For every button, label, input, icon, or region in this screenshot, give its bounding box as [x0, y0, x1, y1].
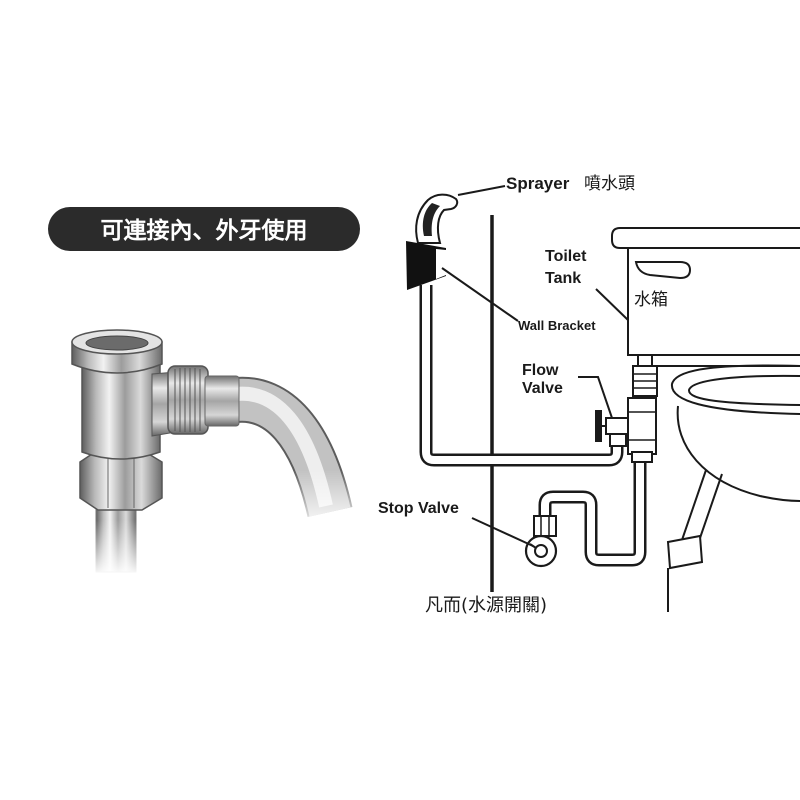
wall-bracket-leader [441, 267, 519, 322]
sprayer-hose-inner [422, 285, 621, 464]
sprayer-label: Sprayer [506, 174, 570, 193]
stop-valve-label: Stop Valve [378, 500, 459, 517]
badge-text: 可連接內、外牙使用 [101, 217, 308, 244]
seat-inner [688, 374, 800, 406]
stop-valve-nut-lines [540, 516, 550, 536]
tank-body [627, 248, 800, 356]
flow-valve-label-line1: Flow [522, 362, 559, 379]
wall-bracket-face [436, 249, 446, 279]
toilet-tank-label-line2: Tank [545, 270, 581, 287]
toilet-tank-leader [595, 288, 629, 321]
flow-valve-side-arm [605, 417, 629, 435]
valve-sketch [71, 329, 370, 576]
bowl-foot [666, 534, 704, 570]
sketch-ribbed-nut [167, 365, 209, 435]
thread-badge: 可連接內、外牙使用 [48, 207, 360, 251]
sprayer-label-zh: 噴水頭 [584, 174, 635, 194]
sketch-top-opening [85, 335, 149, 351]
sketch-tee-body [81, 361, 161, 460]
flow-valve-bottom-nut [631, 451, 653, 463]
flow-valve-icon [595, 354, 658, 463]
flow-valve-hose-port [609, 433, 627, 447]
bowl-body [676, 405, 800, 502]
flush-handle-icon [634, 261, 692, 280]
installation-drawing: Sprayer 噴水頭 Toilet Tank 水箱 Wall Bracket … [378, 174, 800, 616]
toilet-tank-label-line1: Toilet [545, 248, 587, 265]
seat-outer [670, 364, 800, 415]
wall-bracket-label: Wall Bracket [518, 318, 596, 333]
stop-valve-label-zh: 凡而(水源開關) [425, 595, 547, 616]
bowl-pedestal-edge [681, 469, 723, 541]
flow-valve-label-line2: Valve [522, 380, 563, 397]
stop-valve-icon [524, 515, 558, 568]
flow-valve-nut-lines [633, 373, 657, 389]
sprayer-leader [457, 185, 506, 196]
sprayer-icon [415, 193, 459, 244]
stop-valve-hub [534, 544, 548, 558]
sketch-hex-facets [107, 452, 135, 508]
sketch-hose-fade [290, 470, 370, 530]
flow-valve-knob [595, 410, 602, 442]
badge-background [48, 207, 360, 251]
supply-hose-inner [541, 455, 644, 564]
tank-label-zh: 水箱 [634, 290, 668, 310]
sprayer-shading [422, 203, 440, 236]
tank-lid [611, 227, 800, 249]
flow-valve-body-lines [628, 411, 656, 441]
sketch-pipe-fade [90, 520, 142, 576]
stop-valve-nut [533, 515, 557, 537]
flow-valve-body [627, 397, 657, 455]
flow-valve-leader [578, 376, 613, 419]
stop-valve-leader [471, 517, 534, 547]
tank-base [651, 355, 800, 367]
sketch-hose-connector [204, 375, 240, 427]
sketch-nut-ridges [174, 368, 201, 432]
